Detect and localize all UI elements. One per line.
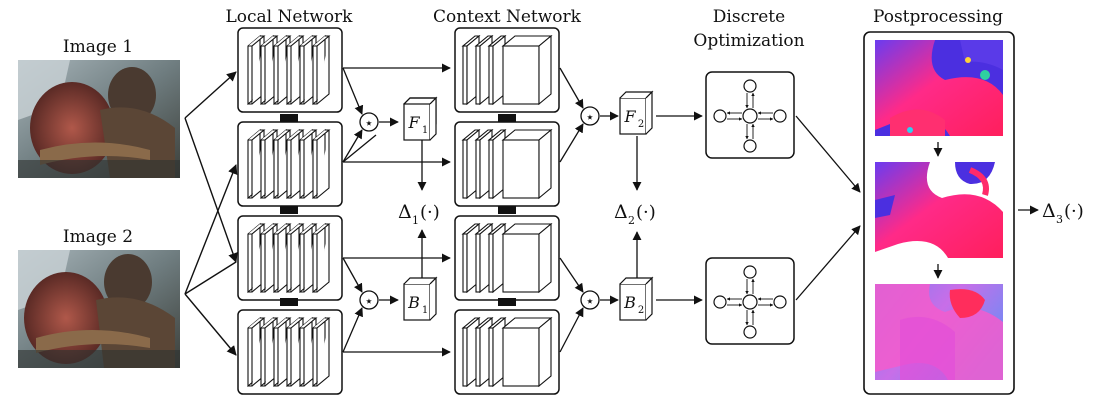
mrf-node	[773, 109, 787, 123]
image-fanout-arrows	[184, 71, 238, 356]
correlation-node-1-top: ⋆	[359, 112, 379, 132]
svg-text:2: 2	[638, 305, 644, 316]
svg-text:F: F	[623, 107, 636, 126]
local-shared-bar-1	[280, 114, 298, 122]
volume-f1: F 1	[403, 96, 438, 141]
context-shared-bar-3	[498, 298, 516, 306]
svg-text:⋆: ⋆	[585, 108, 594, 126]
volume-b1: B 1	[403, 276, 438, 321]
mrf-node	[743, 325, 757, 339]
volume-b2: B 2	[619, 276, 654, 321]
context-shared-bar-1	[498, 114, 516, 122]
discrete-optimization-box-1	[705, 71, 795, 159]
svg-text:Δ: Δ	[398, 201, 412, 223]
local-layer	[312, 222, 331, 294]
local-network-box-4	[237, 309, 343, 395]
context-network-box-3	[454, 215, 560, 301]
correlation-node-2-top: ⋆	[580, 106, 600, 126]
local-layer	[312, 316, 331, 388]
context-block	[501, 34, 553, 106]
flow-image-3	[875, 284, 1003, 380]
flow-image-1	[875, 40, 1003, 136]
mrf-node	[713, 295, 727, 309]
local-network-box-3	[237, 215, 343, 301]
svg-text:B: B	[623, 293, 636, 312]
local-layer	[247, 222, 266, 294]
discrete-optimization-box-2	[705, 257, 795, 345]
mrf-center-node	[742, 294, 758, 310]
stage2-arrows	[559, 67, 861, 353]
svg-text:F: F	[407, 113, 420, 132]
correlation-node-2-bottom: ⋆	[580, 290, 600, 310]
image1-label: Image 1	[63, 37, 133, 57]
input-image-2	[18, 250, 180, 368]
svg-text:⋆: ⋆	[364, 292, 373, 310]
context-block	[501, 128, 553, 200]
context-block	[501, 316, 553, 388]
svg-text:(·): (·)	[1064, 201, 1084, 222]
context-layer	[487, 222, 507, 294]
context-layer	[487, 34, 507, 106]
delta1-output: Δ 1 (·)	[398, 201, 440, 227]
svg-text:3: 3	[1056, 213, 1063, 226]
local-layer	[312, 34, 331, 106]
header-discrete-line2: Optimization	[693, 31, 804, 51]
context-network-box-4	[454, 309, 560, 395]
svg-text:(·): (·)	[420, 202, 440, 223]
input-image-1	[18, 60, 180, 178]
context-shared-bar-2	[498, 206, 516, 214]
svg-text:Δ: Δ	[614, 201, 628, 223]
svg-text:⋆: ⋆	[364, 114, 373, 132]
svg-text:Δ: Δ	[1042, 200, 1056, 222]
delta2-output: Δ 2 (·)	[614, 201, 656, 227]
svg-text:⋆: ⋆	[585, 292, 594, 310]
local-layer	[312, 128, 331, 200]
context-network-box-1	[454, 27, 560, 113]
flow-image-2	[875, 162, 1003, 258]
mrf-node	[743, 265, 757, 279]
postprocessing-panel	[863, 31, 1015, 395]
local-network-box-2	[237, 121, 343, 207]
mrf-center-node	[742, 108, 758, 124]
mrf-node	[743, 139, 757, 153]
volume-f2: F 2	[619, 90, 654, 135]
local-network-box-1	[237, 27, 343, 113]
header-discrete-line1: Discrete	[713, 7, 785, 27]
svg-text:1: 1	[422, 305, 428, 316]
local-shared-bar-3	[280, 298, 298, 306]
delta3-output: Δ 3 (·)	[1042, 200, 1084, 226]
context-block	[501, 222, 553, 294]
svg-text:2: 2	[628, 214, 635, 227]
header-local-network: Local Network	[225, 7, 353, 27]
mrf-node	[773, 295, 787, 309]
svg-text:1: 1	[412, 214, 419, 227]
header-postprocessing: Postprocessing	[873, 7, 1003, 27]
image2-label: Image 2	[63, 227, 133, 247]
local-shared-bar-2	[280, 206, 298, 214]
svg-text:1: 1	[422, 125, 428, 136]
stage1-arrows	[342, 63, 451, 357]
mrf-node	[713, 109, 727, 123]
correlation-node-1-bottom: ⋆	[359, 290, 379, 310]
context-network-box-2	[454, 121, 560, 207]
mrf-node	[743, 79, 757, 93]
svg-text:2: 2	[638, 119, 644, 130]
svg-text:B: B	[407, 293, 420, 312]
svg-text:(·): (·)	[636, 202, 656, 223]
header-context-network: Context Network	[433, 7, 582, 27]
